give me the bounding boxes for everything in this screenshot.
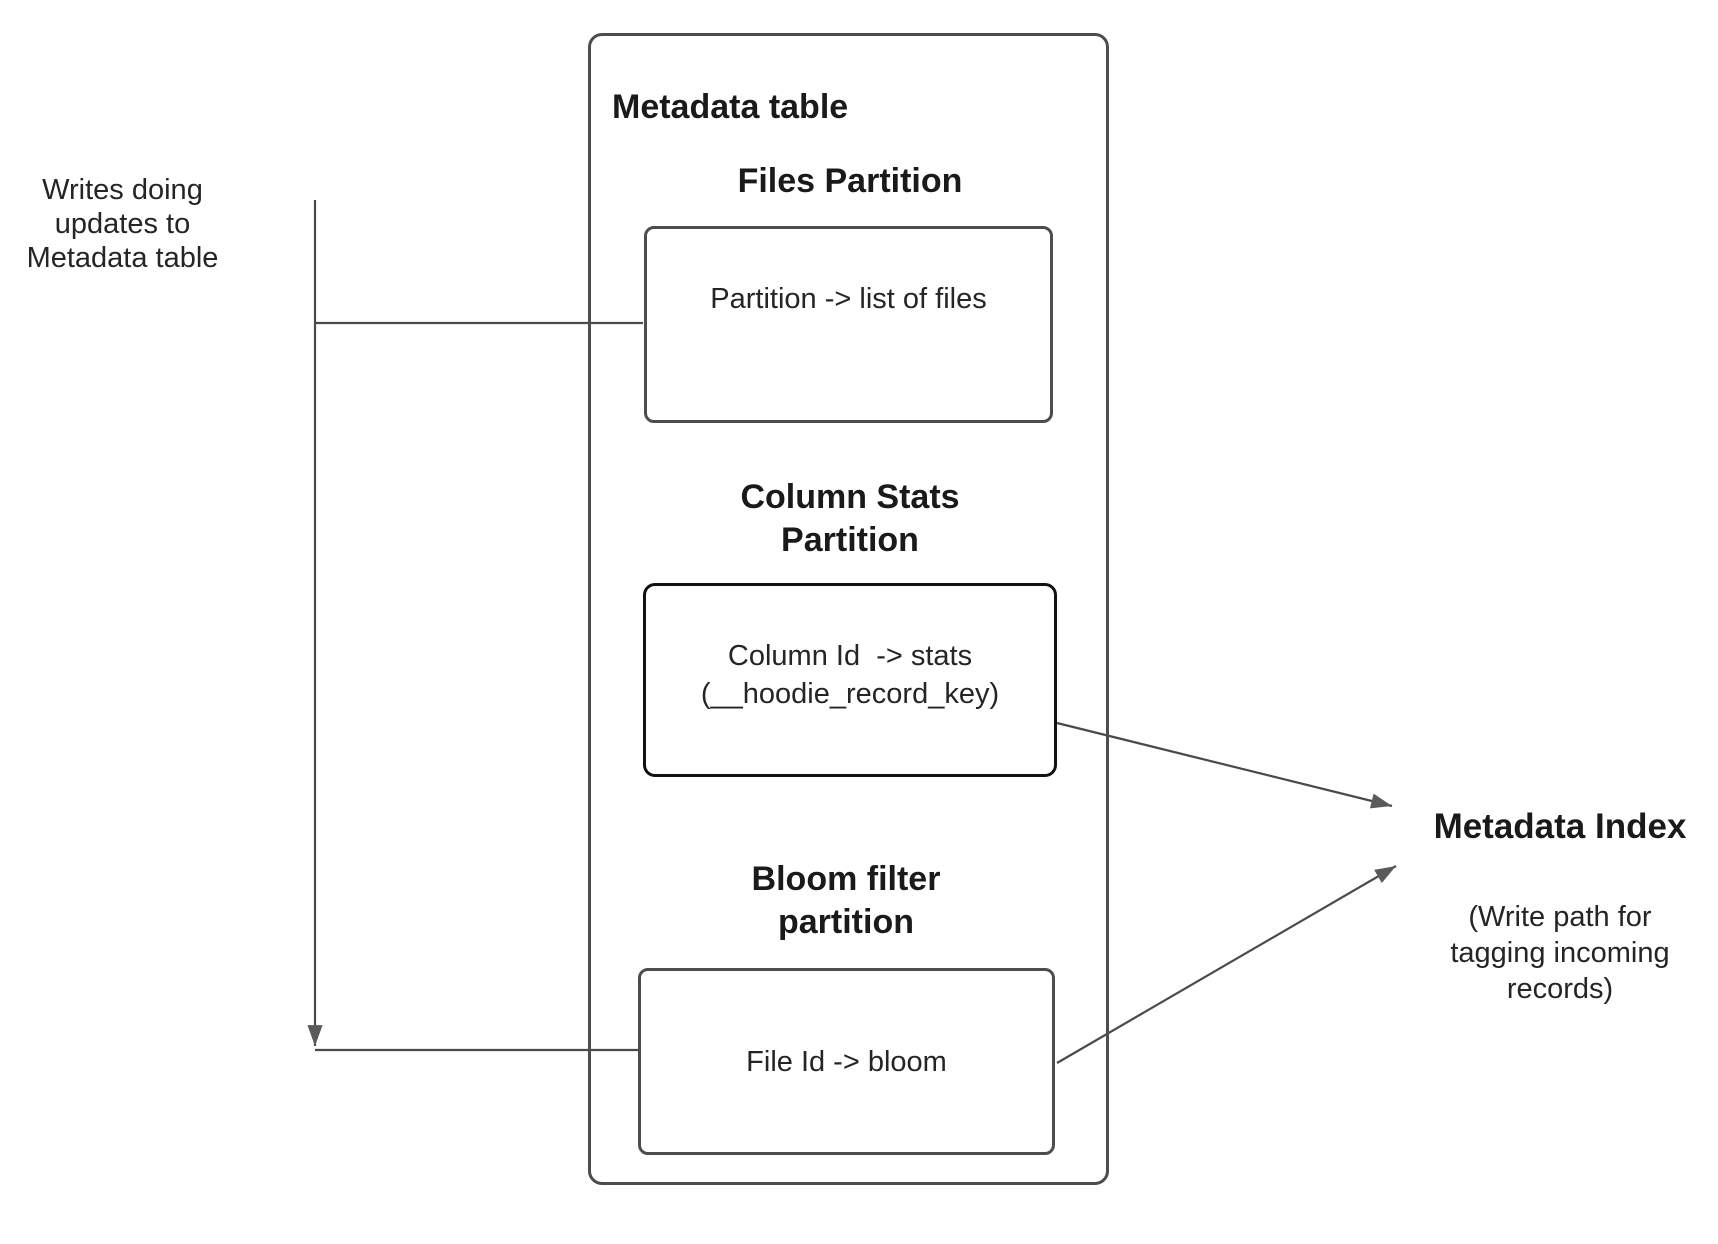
files-partition-box: Partition -> list of files bbox=[644, 226, 1053, 423]
files-partition-label: Partition -> list of files bbox=[710, 282, 987, 315]
stats-to-index-arrow bbox=[1056, 721, 1393, 809]
files-partition-heading: Files Partition bbox=[737, 162, 963, 200]
bloom-filter-partition-heading: Bloom filter partition bbox=[751, 860, 941, 941]
bloom-filter-partition-label: File Id -> bloom bbox=[746, 1045, 947, 1078]
bloom-to-index-arrow bbox=[1056, 865, 1397, 1064]
column-stats-partition-heading: Column Stats Partition bbox=[740, 478, 960, 559]
bloom-filter-partition-box: File Id -> bloom bbox=[638, 968, 1055, 1155]
writes-note: Writes doing updates to Metadata table bbox=[26, 174, 219, 274]
metadata-table-box bbox=[588, 33, 1109, 1185]
metadata-index-title: Metadata Index bbox=[1433, 807, 1687, 846]
column-stats-partition-box: Column Id -> stats (__hoodie_record_key) bbox=[643, 583, 1057, 777]
metadata-table-title: Metadata table bbox=[612, 88, 849, 126]
column-stats-partition-label: Column Id -> stats (__hoodie_record_key) bbox=[700, 640, 1000, 710]
metadata-index-subtitle: (Write path for tagging incoming records… bbox=[1450, 901, 1670, 1005]
